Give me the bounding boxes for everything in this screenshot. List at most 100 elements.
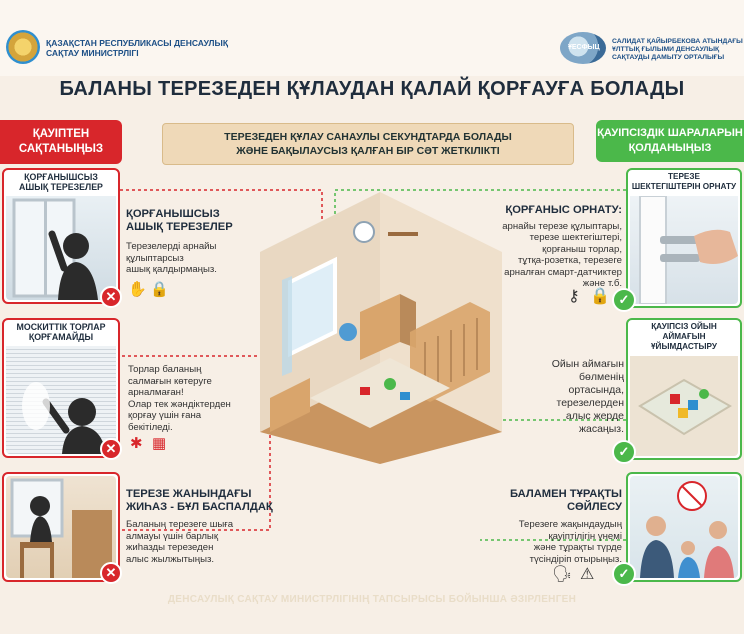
- family-talk-illustration: [630, 476, 738, 578]
- lock-icon-2: 🔒: [590, 288, 610, 305]
- mosquito-net-illustration: [6, 346, 116, 454]
- mosquito-icon: ✱: [130, 435, 143, 452]
- dresser: [360, 294, 400, 360]
- card-window-stopper-label-line2: ШЕКТЕГІШТЕРІН ОРНАТУ: [631, 182, 737, 191]
- nightstand: [270, 378, 310, 432]
- mosquito-net-body-line6: бекітіледі.: [128, 421, 173, 433]
- research-center-logo: ҰЕСФЫЦ: [560, 32, 606, 64]
- play-area-body-line2: бөлменің: [579, 371, 624, 383]
- beach-ball-icon: [339, 323, 357, 341]
- parents-child-icon: [640, 481, 734, 578]
- open-windows-heading: ҚОРҒАНЫШСЫЗ АШЫҚ ТЕРЕЗЕЛЕР: [126, 208, 286, 233]
- mosquito-net-body-line3: арналмаған!: [128, 387, 184, 398]
- talk-body: Терезеге жақындаудың қауіптілігін үнемі …: [470, 519, 622, 565]
- research-center-logo-text: ҰЕСФЫЦ: [568, 44, 600, 51]
- play-area-body-line4: терезелерден: [556, 397, 625, 409]
- play-area-body-line1: Ойын аймағын: [551, 358, 624, 370]
- protection-install-heading: ҚОРҒАНЫС ОРНАТУ:: [505, 204, 622, 216]
- danger-x-icon-1: ✕: [100, 286, 122, 308]
- card-mosquito-net-label: МОСКИТТІК ТОРЛАР ҚОРҒАМАЙДЫ: [4, 320, 118, 344]
- card-mosquito-net-label-line2: ҚОРҒАМАЙДЫ: [28, 332, 94, 342]
- protection-install-body: арнайы терезе құлыптары, терезе шектегіш…: [466, 221, 622, 290]
- hand-icon: ✋: [128, 281, 147, 298]
- wall-shelf: [388, 232, 418, 236]
- ministry-name-line1: ҚАЗАҚСТАН РЕСПУБЛИКАСЫ ДЕНСАУЛЫҚ: [46, 38, 229, 48]
- safety-badge: ҚАУІПСІЗДІК ШАРАЛАРЫН ҚОЛДАНЫҢЫЗ: [596, 120, 744, 162]
- open-windows-body-line3: ашық қалдырмаңыз.: [126, 264, 217, 275]
- furniture-body-line2: алмауы үшін барлық: [126, 530, 219, 542]
- footer-credit: ДЕНСАУЛЫҚ САҚТАУ МИНИСТРЛІГІНІҢ ТАПСЫРЫС…: [167, 594, 577, 605]
- card-open-windows-label-line2: АШЫҚ ТЕРЕЗЕЛЕР: [19, 182, 103, 192]
- protection-install-text: ҚОРҒАНЫС ОРНАТУ: арнайы терезе құлыптары…: [466, 204, 622, 290]
- warning-icon: ⚠: [580, 566, 595, 583]
- card-mosquito-net: МОСКИТТІК ТОРЛАР ҚОРҒАМАЙДЫ: [2, 318, 120, 458]
- furniture-illustration: [6, 476, 116, 578]
- furniture-heading: ТЕРЕЗЕ ЖАНЫНДАҒЫ ЖИҺАЗ - БҰЛ БАСПАЛДАҚ: [126, 488, 296, 513]
- card-open-windows: ҚОРҒАНЫШСЫЗ АШЫҚ ТЕРЕЗЕЛЕР: [2, 168, 120, 304]
- talk-body-line1: Терезеге жақындаудың: [518, 519, 622, 530]
- child-at-window-icon: [12, 198, 98, 300]
- safety-badge-line2: ҚОЛДАНЫҢЫЗ: [628, 142, 712, 154]
- danger-badge-line1: ҚАУІПТЕН: [32, 128, 90, 140]
- hand-installing-lock-icon: [639, 196, 738, 304]
- wall-clock-icon: [353, 221, 375, 243]
- furniture-body-line3: жиһазды терезеден: [126, 542, 214, 553]
- research-center-name: САЛИДАТ ҚАЙЫРБЕКОВА АТЫНДАҒЫ ҰЛТТЫҚ ҒЫЛЫ…: [612, 38, 744, 62]
- page-title: БАЛАНЫ ТЕРЕЗЕДЕН ҚҰЛАУДАН ҚАЛАЙ ҚОРҒАУҒА…: [59, 78, 685, 100]
- play-area-illustration: [630, 356, 738, 456]
- card-play-area: ҚАУІПСІЗ ОЙЫН АЙМАҒЫН ҰЙЫМДАСТЫРУ: [626, 318, 742, 460]
- talk-heading-line2: СӨЙЛЕСУ: [566, 500, 622, 513]
- safe-check-icon-1: ✓: [612, 288, 636, 312]
- talk-body-line4: түсіндіріп отырыңыз.: [529, 553, 622, 565]
- ministry-name-line2: САҚТАУ МИНИСТРЛІГІ: [46, 48, 139, 58]
- card-open-windows-label-line1: ҚОРҒАНЫШСЫЗ: [24, 172, 98, 182]
- header-band: [0, 0, 744, 76]
- warning-banner-line1: ТЕРЕЗЕДЕН ҚҰЛАУ САНАУЛЫ СЕКУНДТАРДА БОЛА…: [224, 131, 512, 143]
- card-window-stopper: ТЕРЕЗЕ ШЕКТЕГІШТЕРІН ОРНАТУ: [626, 168, 742, 308]
- play-area-body-line3: ортасында,: [568, 384, 624, 396]
- open-window-illustration: [6, 196, 116, 300]
- talk-body-line3: және тұрақты түрде: [533, 542, 622, 553]
- play-area-body-line6: жасаңыз.: [578, 423, 624, 435]
- open-windows-heading-line1: ҚОРҒАНЫШСЫЗ: [126, 208, 220, 220]
- protection-install-body-line2: терезе шектегіштері,: [529, 232, 622, 243]
- play-mat: [310, 358, 450, 428]
- safety-badge-line1: ҚАУІПСІЗДІК ШАРАЛАРЫН: [597, 127, 743, 139]
- mosquito-net-body-line4: Олар тек жәндіктерден: [128, 398, 231, 410]
- card-window-stopper-label: ТЕРЕЗЕ ШЕКТЕГІШТЕРІН ОРНАТУ: [628, 170, 740, 194]
- card-play-area-label-line1: ҚАУІПСІЗ ОЙЫН: [651, 322, 717, 331]
- mosquito-net-body-line1: Торлар баланың: [128, 364, 202, 375]
- danger-x-icon-3: ✕: [100, 562, 122, 584]
- furniture-heading-line2: ЖИҺАЗ - БҰЛ БАСПАЛДАҚ: [126, 500, 273, 513]
- card-play-area-label-line3: ҰЙЫМДАСТЫРУ: [651, 342, 717, 351]
- child-at-net-icon: [22, 382, 106, 454]
- furniture-body-line1: Баланың терезеге шыға: [126, 519, 234, 530]
- protection-install-body-line3: қорғаныш торлар,: [542, 243, 622, 255]
- nursery-room-illustration: [260, 192, 502, 464]
- card-window-stopper-label-line1: ТЕРЕЗЕ: [668, 172, 700, 181]
- room-curtain: [282, 276, 292, 376]
- danger-badge-line2: САҚТАНЫҢЫЗ: [18, 143, 104, 155]
- protection-install-body-line1: арнайы терезе құлыптары,: [502, 220, 622, 232]
- play-mat-toys-icon: [638, 378, 732, 436]
- window-stopper-illustration: [630, 196, 738, 304]
- protection-install-body-line4: тұтқа-розетка, терезеге: [518, 255, 622, 266]
- toy-block-blue: [400, 392, 410, 400]
- talk-heading: БАЛАМЕН ТҰРАҚТЫ СӨЙЛЕСУ: [470, 488, 622, 513]
- open-windows-body-line1: Терезелерді арнайы: [126, 241, 217, 252]
- protection-install-body-line6: және т.б.: [582, 278, 622, 289]
- child-climbing-chair-icon: [10, 478, 112, 578]
- key-icon: ⚷: [568, 288, 580, 305]
- danger-x-icon-2: ✕: [100, 438, 122, 460]
- research-center-line3: САҚТАУДЫ ДАМЫТУ ОРТАЛЫҒЫ: [612, 54, 725, 61]
- open-windows-text: ҚОРҒАНЫШСЫЗ АШЫҚ ТЕРЕЗЕЛЕР Терезелерді а…: [126, 208, 286, 276]
- card-play-area-label-line2: АЙМАҒЫН: [662, 332, 706, 341]
- talk-heading-line1: БАЛАМЕН ТҰРАҚТЫ: [510, 488, 622, 500]
- furniture-heading-line1: ТЕРЕЗЕ ЖАНЫНДАҒЫ: [126, 488, 252, 500]
- talk-body-line2: қауіптілігін үнемі: [548, 530, 622, 542]
- card-furniture: [2, 472, 120, 582]
- lock-icon: 🔒: [150, 281, 169, 298]
- safe-check-icon-2: ✓: [612, 440, 636, 464]
- furniture-text: ТЕРЕЗЕ ЖАНЫНДАҒЫ ЖИҺАЗ - БҰЛ БАСПАЛДАҚ Б…: [126, 488, 296, 565]
- talk-text: БАЛАМЕН ТҰРАҚТЫ СӨЙЛЕСУ Терезеге жақында…: [470, 488, 622, 565]
